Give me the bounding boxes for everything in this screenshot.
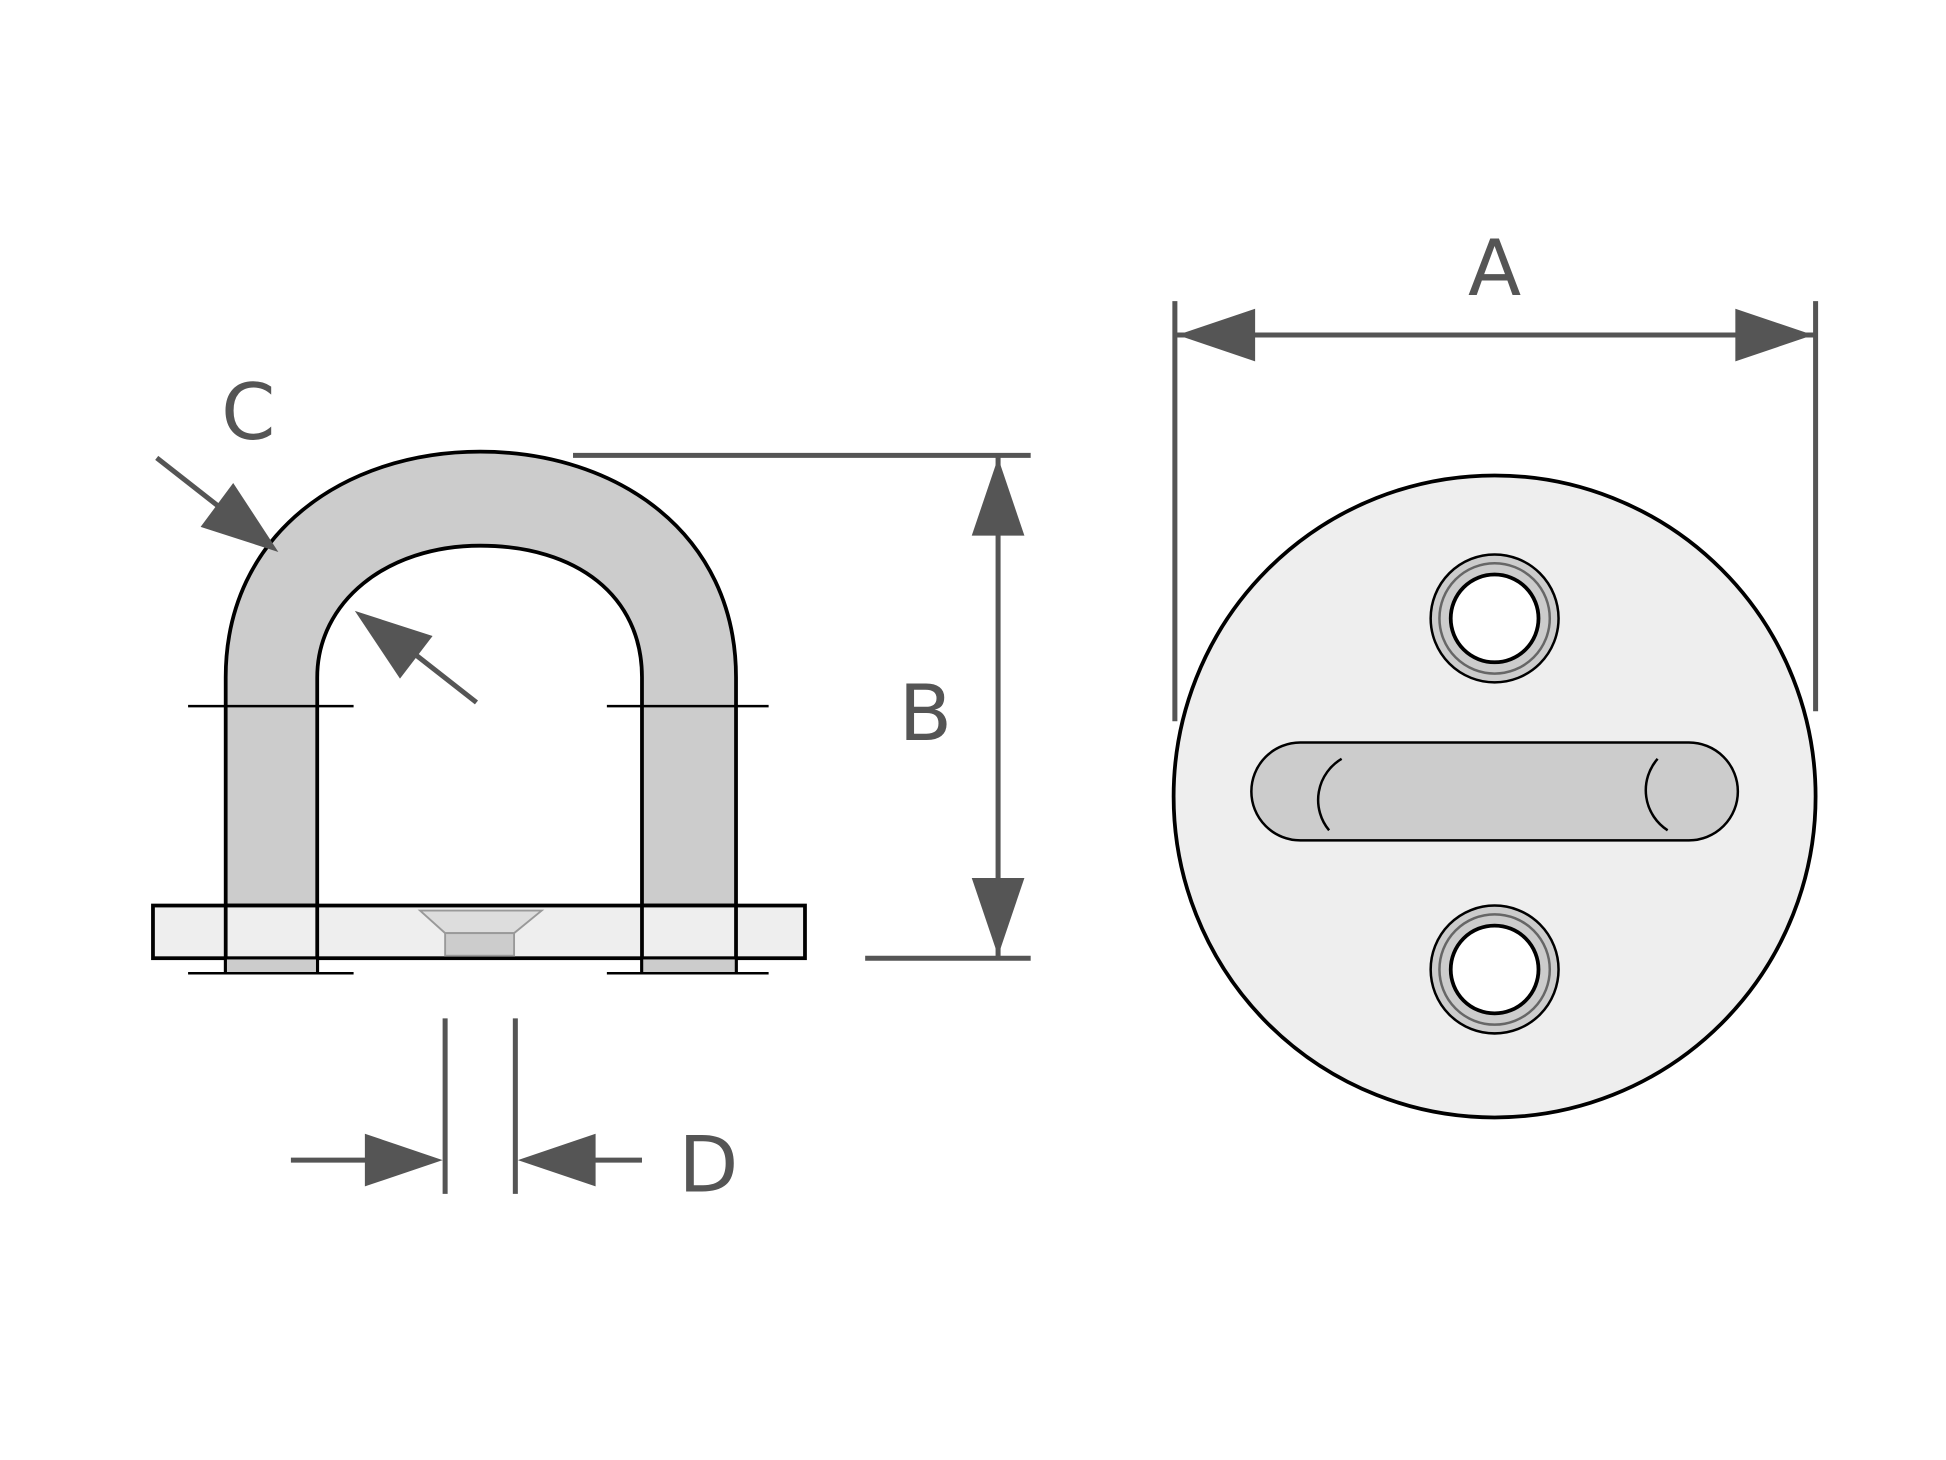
dimension-c: C bbox=[155, 368, 479, 705]
dimension-b: B bbox=[573, 452, 1031, 961]
arrow-icon bbox=[200, 482, 279, 552]
top-view bbox=[1171, 473, 1818, 1120]
side-view bbox=[151, 449, 807, 975]
label-a: A bbox=[1468, 224, 1521, 314]
leg-end bbox=[226, 959, 316, 972]
arrow-up-icon bbox=[971, 457, 1025, 536]
hole-inner bbox=[1438, 561, 1552, 675]
label-d: D bbox=[679, 1120, 739, 1210]
screw-hole bbox=[444, 932, 516, 957]
arrow-right-icon bbox=[364, 1133, 443, 1187]
label-c: C bbox=[221, 368, 275, 458]
hole-inner bbox=[1438, 913, 1552, 1026]
arrow-icon bbox=[354, 610, 433, 679]
bolt-slot bbox=[1250, 741, 1740, 842]
arrow-down-icon bbox=[971, 877, 1025, 956]
arrow-left-icon bbox=[1177, 308, 1256, 362]
hole-bore bbox=[1448, 572, 1541, 665]
label-b: B bbox=[899, 669, 952, 759]
slot-curve bbox=[1316, 757, 1343, 832]
arrow-left-icon bbox=[517, 1133, 596, 1187]
arrow-right-icon bbox=[1735, 308, 1814, 362]
dimension-a: A bbox=[1172, 224, 1819, 722]
slot-curve bbox=[1644, 758, 1669, 832]
dimension-d: D bbox=[290, 1018, 739, 1210]
hole-bore bbox=[1448, 923, 1541, 1016]
leg-end bbox=[643, 959, 735, 972]
u-bolt bbox=[223, 449, 738, 908]
